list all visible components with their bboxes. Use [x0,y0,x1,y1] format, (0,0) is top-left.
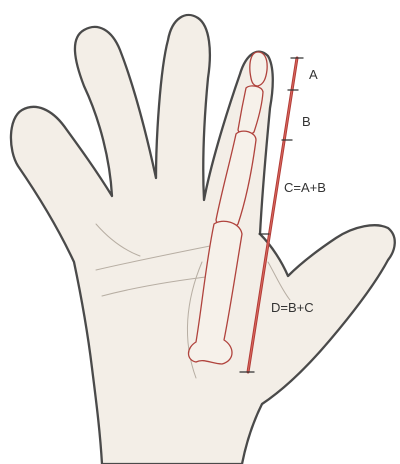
segment-label-c: C=A+B [284,180,326,195]
segment-label-b: B [302,114,311,129]
hand-outline [11,15,395,464]
segment-label-d: D=B+C [271,300,314,315]
segment-label-a: A [309,67,318,82]
distal-phalanx-bone [250,52,267,86]
